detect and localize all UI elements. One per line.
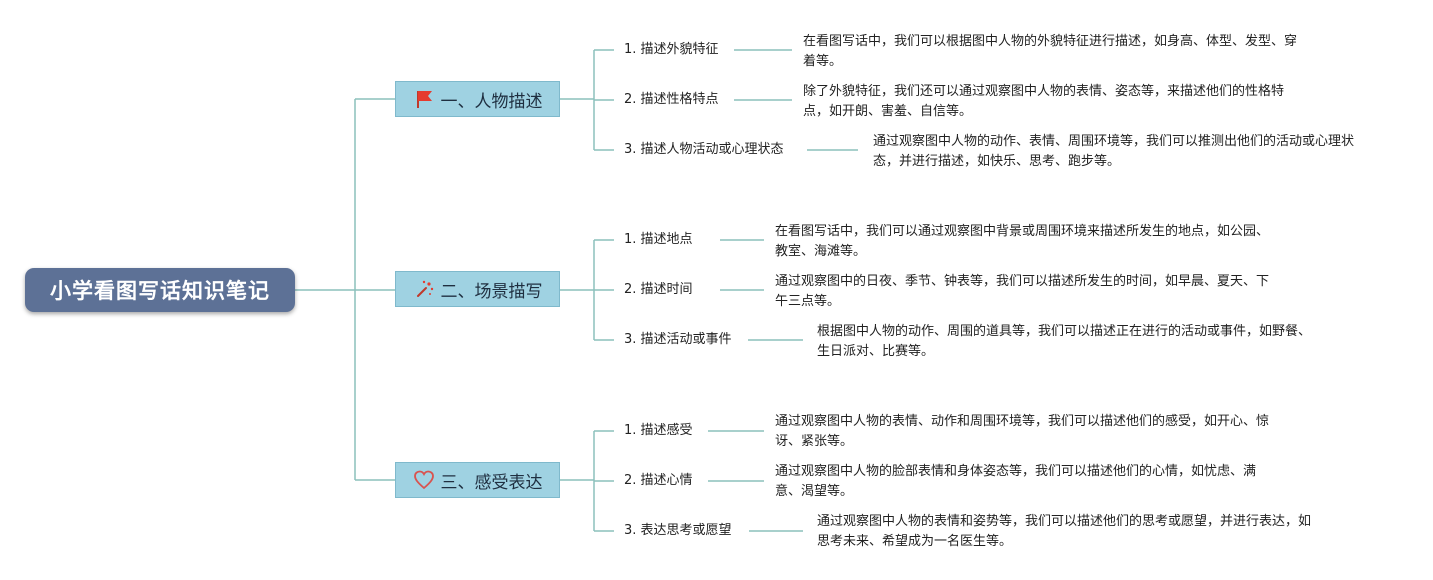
branch-character-description[interactable]: 一、人物描述 <box>395 81 560 117</box>
leaf-describe-activity-mental-state[interactable]: 3. 描述人物活动或心理状态 <box>624 142 784 157</box>
leaf-describe-feeling[interactable]: 1. 描述感受 <box>624 423 693 438</box>
branch-label: 二、场景描写 <box>440 281 543 302</box>
desc-activity-mental-state: 通过观察图中人物的动作、表情、周围环境等，我们可以推测出他们的活动或心理状态，并… <box>873 134 1355 169</box>
sparkle-wand-icon <box>413 278 435 300</box>
branch-scene-description[interactable]: 二、场景描写 <box>395 271 560 307</box>
desc-feeling: 通过观察图中人物的表情、动作和周围环境等，我们可以描述他们的感受，如开心、惊讶、… <box>775 414 1270 449</box>
branch-label: 三、感受表达 <box>440 472 543 493</box>
desc-activity-event: 根据图中人物的动作、周围的道具等，我们可以描述正在进行的活动或事件，如野餐、生日… <box>817 324 1312 359</box>
heart-outline-icon <box>413 469 435 491</box>
desc-personality: 除了外貌特征，我们还可以通过观察图中人物的表情、姿态等，来描述他们的性格特点，如… <box>803 84 1285 119</box>
desc-thought-wish: 通过观察图中人物的表情和姿势等，我们可以描述他们的思考或愿望，并进行表达，如思考… <box>817 514 1312 549</box>
leaf-describe-personality[interactable]: 2. 描述性格特点 <box>624 92 719 107</box>
root-topic[interactable]: 小学看图写话知识笔记 <box>25 268 295 312</box>
red-flag-icon <box>413 88 435 110</box>
leaf-describe-mood[interactable]: 2. 描述心情 <box>624 473 693 488</box>
leaf-express-thought-wish[interactable]: 3. 表达思考或愿望 <box>624 523 732 538</box>
desc-location: 在看图写话中，我们可以通过观察图中背景或周围环境来描述所发生的地点，如公园、教室… <box>775 224 1270 259</box>
leaf-describe-time[interactable]: 2. 描述时间 <box>624 282 693 297</box>
branch-feeling-expression[interactable]: 三、感受表达 <box>395 462 560 498</box>
leaf-describe-appearance[interactable]: 1. 描述外貌特征 <box>624 42 719 57</box>
desc-appearance: 在看图写话中，我们可以根据图中人物的外貌特征进行描述，如身高、体型、发型、穿着等… <box>803 34 1298 69</box>
desc-time: 通过观察图中的日夜、季节、钟表等，我们可以描述所发生的时间，如早晨、夏天、下午三… <box>775 274 1270 309</box>
desc-mood: 通过观察图中人物的脸部表情和身体姿态等，我们可以描述他们的心情，如忧虑、满意、渴… <box>775 464 1257 499</box>
branch-label: 一、人物描述 <box>440 91 543 112</box>
leaf-describe-location[interactable]: 1. 描述地点 <box>624 232 693 247</box>
leaf-describe-activity-event[interactable]: 3. 描述活动或事件 <box>624 332 732 347</box>
